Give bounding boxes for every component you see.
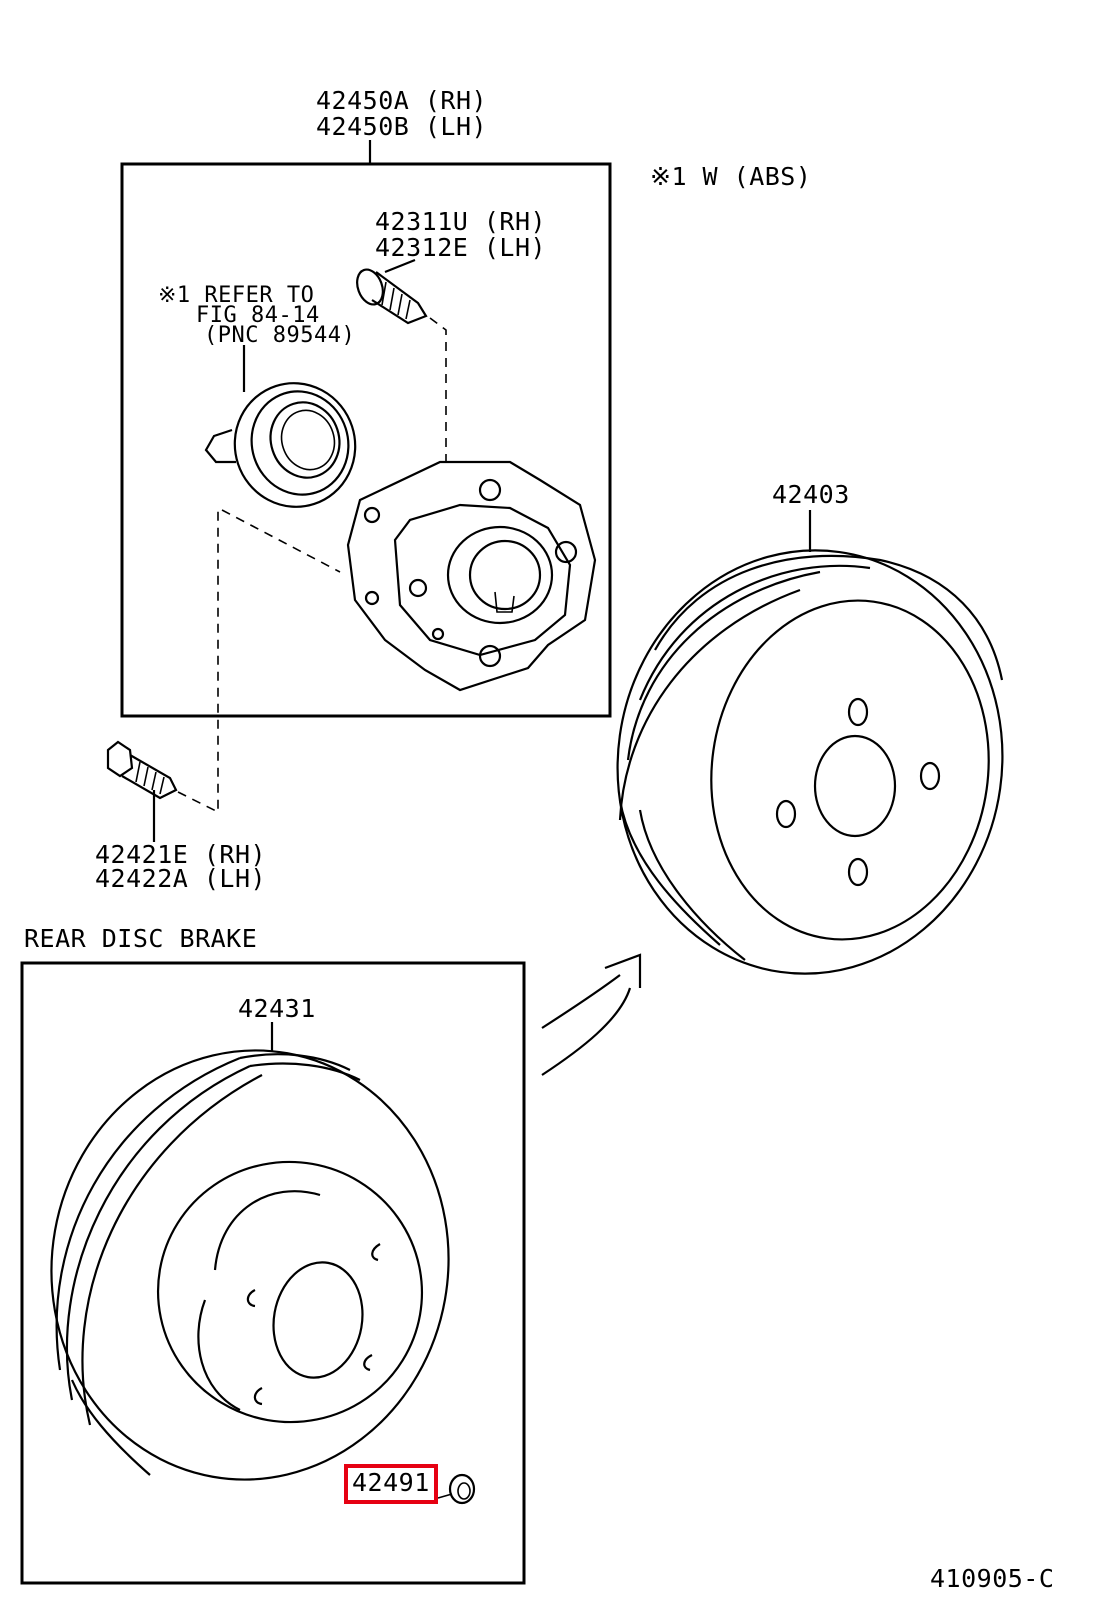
- figure-code-label: 410905-C: [930, 1564, 1055, 1593]
- bolt-dash-path: [177, 508, 219, 814]
- replacement-arrow: [541, 953, 642, 1076]
- hub-bolt-leader: [384, 258, 416, 274]
- brake-disc-part: [50, 1022, 450, 1481]
- plug-leader: [437, 1493, 453, 1499]
- plug-highlight-box: [344, 1464, 438, 1504]
- refer-note-line-3: (PNC 89544): [204, 323, 356, 348]
- hub-assembly-label-lh: 42450B (LH): [316, 112, 488, 141]
- hub-bolt-part: [356, 258, 428, 325]
- bolt-part: [106, 740, 178, 842]
- hub-bolt-dash-path: [429, 317, 447, 470]
- hub-bolt-label-lh: 42312E (LH): [375, 233, 547, 262]
- brake-drum-label: 42403: [772, 480, 850, 509]
- bolt-label-rh: 42421E (RH): [95, 840, 267, 869]
- refer-note-line-1: ※1 REFER TO: [158, 283, 315, 308]
- abs-bearing-part: [204, 345, 357, 508]
- refer-note-line-2: FIG 84-14: [196, 303, 320, 328]
- bolt-label-lh: 42422A (LH): [95, 864, 267, 893]
- plug-label: 42491: [352, 1468, 430, 1497]
- rear-disc-brake-frame: [20, 961, 526, 1585]
- hub-assembly-label-rh: 42450A (RH): [316, 86, 488, 115]
- hub-assembly-frame: [120, 162, 612, 718]
- section-title: REAR DISC BRAKE: [24, 924, 258, 953]
- abs-note-label: ※1 W (ABS): [650, 162, 812, 191]
- hub-flange-part: [346, 460, 597, 692]
- brake-drum-part: [616, 510, 1004, 975]
- plug-part: [437, 1473, 476, 1505]
- hub-bolt-label-rh: 42311U (RH): [375, 207, 547, 236]
- brake-disc-label: 42431: [238, 994, 316, 1023]
- bearing-dash-path: [221, 509, 341, 573]
